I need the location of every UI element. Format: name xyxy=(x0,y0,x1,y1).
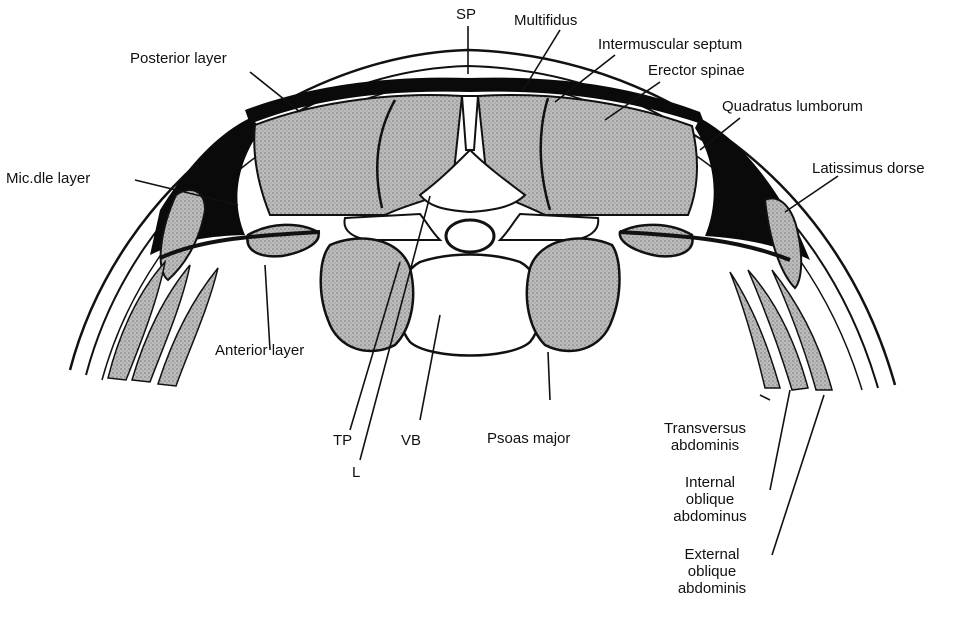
label-internal-line3: abdominus xyxy=(660,508,760,525)
leader-internal-oblique xyxy=(770,390,790,490)
label-quadratus-lumborum: Quadratus lumborum xyxy=(722,98,863,115)
label-transversus-abdominis: Transversus abdominis xyxy=(640,420,770,454)
label-latissimus-dorsi: Latissimus dorse xyxy=(812,160,925,177)
label-sp: SP xyxy=(456,6,476,23)
label-internal-line2: oblique xyxy=(660,491,760,508)
vertebral-body xyxy=(399,255,542,356)
label-external-line3: abdominis xyxy=(662,580,762,597)
right-quadratus-lumborum xyxy=(620,225,693,257)
left-quadratus-lumborum xyxy=(247,225,318,257)
label-l: L xyxy=(352,464,360,481)
label-tp: TP xyxy=(333,432,352,449)
label-transversus-line2: abdominis xyxy=(640,437,770,454)
leader-anterior-layer xyxy=(265,265,270,350)
right-psoas-muscle xyxy=(527,239,620,351)
label-internal-line1: Internal xyxy=(660,474,760,491)
label-internal-oblique: Internal oblique abdominus xyxy=(660,474,760,525)
spinous-process xyxy=(462,96,478,150)
right-transverse-process xyxy=(500,214,598,240)
leader-latissimus-dorsi xyxy=(785,176,838,212)
leader-external-oblique xyxy=(772,395,824,555)
label-psoas-major: Psoas major xyxy=(487,430,570,447)
label-external-line2: oblique xyxy=(662,563,762,580)
label-multifidus: Multifidus xyxy=(514,12,577,29)
left-psoas-muscle xyxy=(321,239,413,351)
leader-transversus xyxy=(760,395,770,400)
left-transverse-process xyxy=(344,214,440,240)
label-external-oblique: External oblique abdominis xyxy=(662,546,762,597)
label-transversus-line1: Transversus xyxy=(640,420,770,437)
label-posterior-layer: Posterior layer xyxy=(130,50,227,67)
label-erector-spinae: Erector spinae xyxy=(648,62,745,79)
label-middle-layer: Mic.dle layer xyxy=(6,170,90,187)
label-external-line1: External xyxy=(662,546,762,563)
leader-psoas-major xyxy=(548,352,550,400)
label-vb: VB xyxy=(401,432,421,449)
spinal-canal xyxy=(446,220,494,252)
label-intermuscular-septum: Intermuscular septum xyxy=(598,36,742,53)
label-anterior-layer: Anterior layer xyxy=(215,342,304,359)
